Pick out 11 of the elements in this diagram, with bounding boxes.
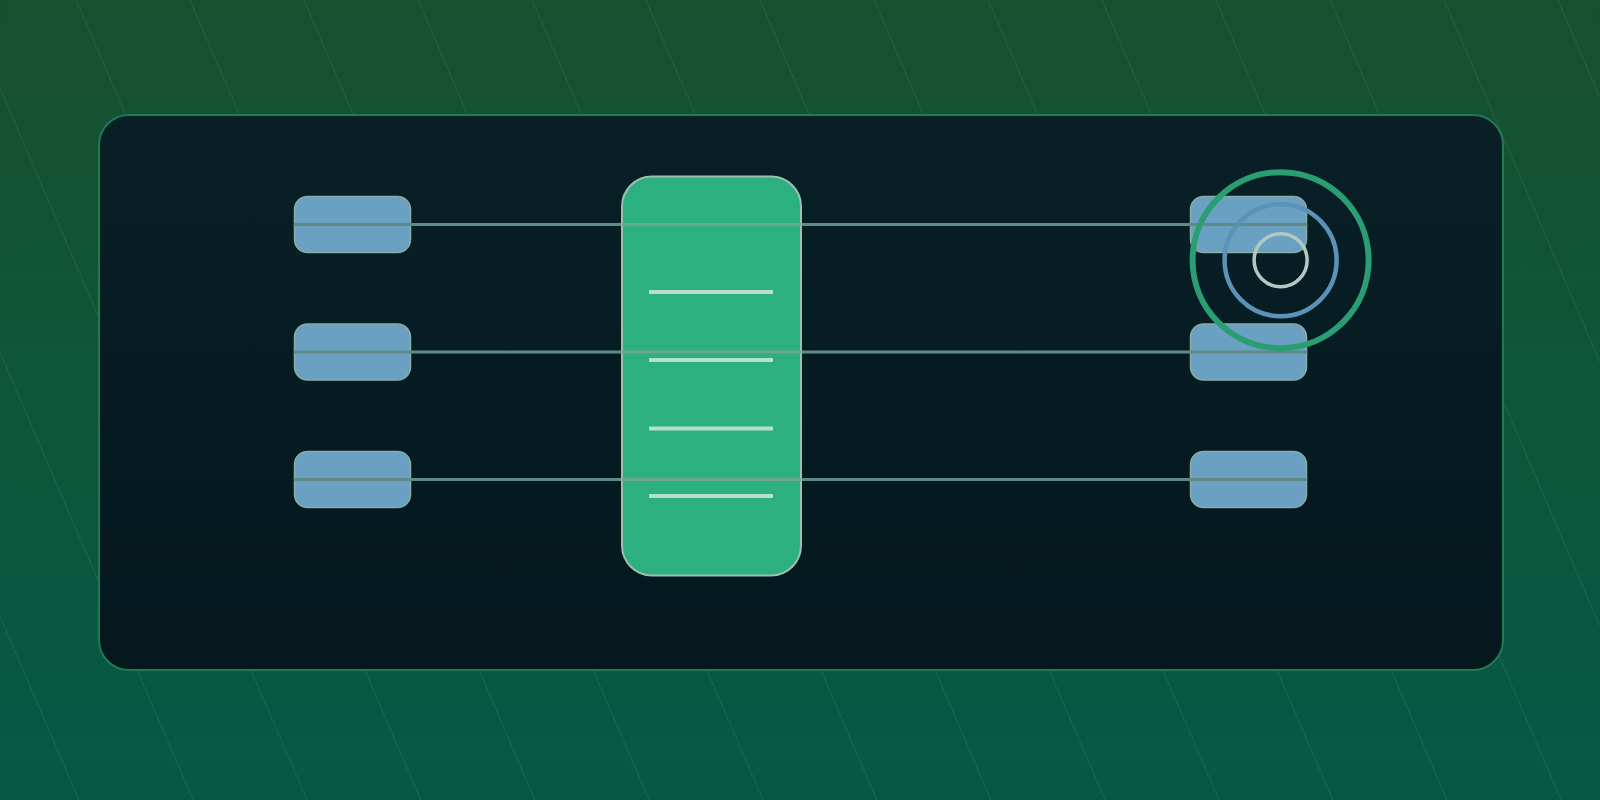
connector-line [293,478,621,481]
rounded-box [293,450,412,509]
connector-line [293,350,621,354]
connector-line [802,223,1308,226]
rounded-box [1189,450,1308,509]
panel-box [621,175,802,577]
connector-line [802,350,1308,354]
connector-line [802,478,1308,481]
connector-line [293,223,621,226]
rounded-box [293,323,412,381]
rounded-box [293,195,412,254]
